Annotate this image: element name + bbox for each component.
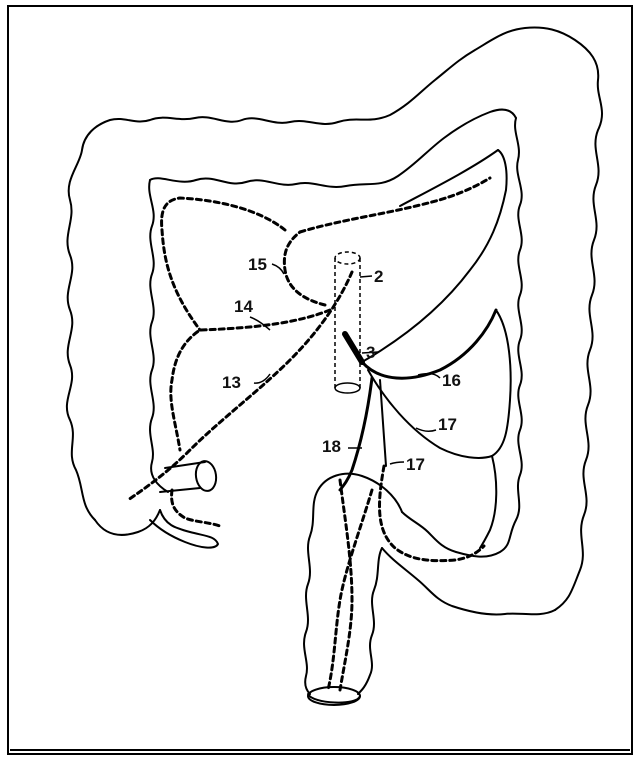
dashed-vessels xyxy=(128,178,490,690)
label-2: 2 xyxy=(374,267,383,286)
label-14: 14 xyxy=(234,297,253,316)
figure-border xyxy=(8,6,632,754)
label-17-upper: 17 xyxy=(438,415,457,434)
label-18: 18 xyxy=(322,437,341,456)
label-13: 13 xyxy=(222,373,241,392)
label-16: 16 xyxy=(442,371,461,390)
label-15: 15 xyxy=(248,255,267,274)
leader-lines xyxy=(250,264,440,464)
label-3: 3 xyxy=(366,343,375,362)
label-17-lower: 17 xyxy=(406,455,425,474)
aorta-outline xyxy=(335,252,360,393)
